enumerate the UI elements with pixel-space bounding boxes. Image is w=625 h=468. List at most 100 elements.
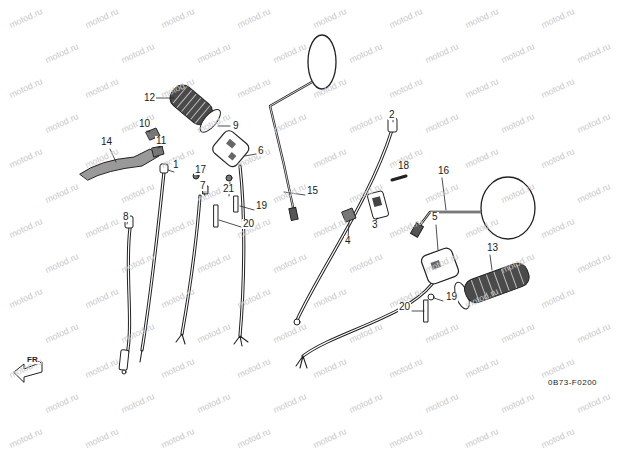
watermark: motod.ru [84, 77, 120, 100]
watermark: motod.ru [196, 392, 232, 415]
watermark: motod.ru [44, 112, 80, 135]
watermark: motod.ru [540, 77, 576, 100]
watermark: motod.ru [424, 392, 460, 415]
watermark: motod.ru [540, 217, 576, 240]
callout-number: 7 [199, 181, 207, 191]
watermark: motod.ru [84, 287, 120, 310]
watermark: motod.ru [500, 112, 536, 135]
watermark: motod.ru [44, 392, 80, 415]
direction-label: FR. [27, 356, 40, 364]
watermark: motod.ru [500, 42, 536, 65]
callout-number: 12 [143, 93, 156, 103]
callout-number: 10 [138, 119, 151, 129]
watermark: motod.ru [236, 357, 272, 380]
watermark: motod.ru [272, 392, 308, 415]
watermark: motod.ru [8, 147, 44, 170]
watermark: motod.ru [44, 182, 80, 205]
watermark: motod.ru [84, 357, 120, 380]
watermark: motod.ru [160, 217, 196, 240]
watermark: motod.ru [388, 427, 424, 450]
watermark: motod.ru [8, 77, 44, 100]
callout-number: 2 [388, 110, 396, 120]
watermark: motod.ru [44, 42, 80, 65]
watermark: motod.ru [8, 427, 44, 450]
callout-number: 19 [445, 292, 458, 302]
watermark: motod.ru [576, 42, 612, 65]
watermark: motod.ru [540, 427, 576, 450]
callout-number: 5 [431, 212, 439, 222]
watermark: motod.ru [44, 322, 80, 345]
watermark: motod.ru [312, 427, 348, 450]
watermark: motod.ru [464, 77, 500, 100]
watermark: motod.ru [160, 287, 196, 310]
callout-number: 17 [194, 165, 207, 175]
watermark: motod.ru [540, 357, 576, 380]
watermark: motod.ru [348, 392, 384, 415]
watermark: motod.ru [312, 7, 348, 30]
watermark: motod.ru [272, 112, 308, 135]
watermark: motod.ru [272, 322, 308, 345]
watermark: motod.ru [424, 42, 460, 65]
callout-number: 14 [100, 137, 113, 147]
watermark: motod.ru [160, 7, 196, 30]
watermark: motod.ru [312, 357, 348, 380]
watermark: motod.ru [236, 7, 272, 30]
watermark: motod.ru [388, 357, 424, 380]
diagram-code: 0B73-F0200 [548, 379, 597, 387]
watermark: motod.ru [348, 42, 384, 65]
callout-number: 4 [344, 236, 352, 246]
watermark: motod.ru [8, 287, 44, 310]
watermark: motod.ru [272, 252, 308, 275]
watermark: motod.ru [464, 147, 500, 170]
watermark: motod.ru [576, 112, 612, 135]
callout-number: 9 [232, 121, 240, 131]
callout-number: 15 [306, 186, 319, 196]
watermark: motod.ru [500, 392, 536, 415]
watermark: motod.ru [196, 252, 232, 275]
watermark: motod.ru [160, 357, 196, 380]
watermark: motod.ru [8, 217, 44, 240]
watermark: motod.ru [120, 182, 156, 205]
watermark: motod.ru [388, 77, 424, 100]
watermark: motod.ru [196, 322, 232, 345]
watermark: motod.ru [272, 182, 308, 205]
callout-number: 11 [155, 136, 167, 146]
watermark: motod.ru [8, 7, 44, 30]
watermark: motod.ru [160, 427, 196, 450]
watermark: motod.ru [464, 427, 500, 450]
watermark: motod.ru [464, 357, 500, 380]
watermark: motod.ru [312, 287, 348, 310]
watermark: motod.ru [576, 182, 612, 205]
watermark: motod.ru [576, 322, 612, 345]
callout-number: 3 [371, 220, 379, 230]
callout-number: 13 [486, 243, 499, 253]
watermark: motod.ru [120, 252, 156, 275]
callout-number: 20 [398, 302, 411, 312]
callout-number: 19 [255, 201, 268, 211]
watermark: motod.ru [500, 322, 536, 345]
callout-number: 6 [257, 146, 265, 156]
callout-number: 20 [242, 219, 255, 229]
callout-number: 8 [122, 212, 130, 222]
callout-number: 21 [222, 184, 235, 194]
watermark: motod.ru [84, 427, 120, 450]
callout-number: 18 [397, 161, 410, 171]
watermark: motod.ru [576, 392, 612, 415]
watermark: motod.ru [348, 112, 384, 135]
watermark: motod.ru [196, 42, 232, 65]
watermark: motod.ru [236, 77, 272, 100]
watermark: motod.ru [84, 217, 120, 240]
watermark: motod.ru [388, 7, 424, 30]
watermark: motod.ru [424, 112, 460, 135]
watermark: motod.ru [576, 252, 612, 275]
callout-number: 16 [437, 166, 450, 176]
watermark: motod.ru [84, 7, 120, 30]
watermark: motod.ru [44, 252, 80, 275]
watermark: motod.ru [464, 7, 500, 30]
watermark: motod.ru [120, 322, 156, 345]
watermark: motod.ru [348, 252, 384, 275]
watermark: motod.ru [236, 427, 272, 450]
watermark: motod.ru [540, 7, 576, 30]
watermark: motod.ru [272, 42, 308, 65]
